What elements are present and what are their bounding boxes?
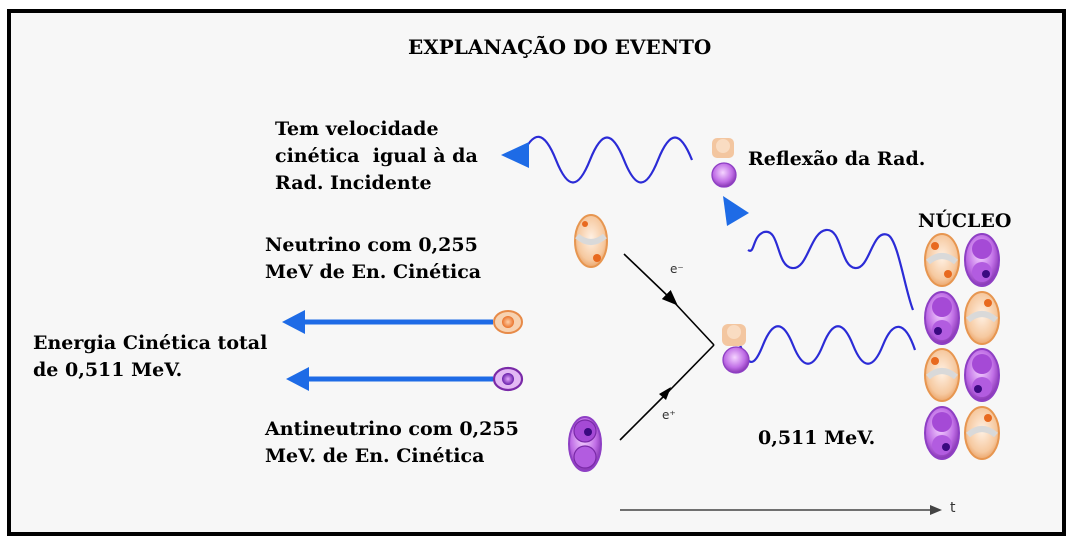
antineutrino-label: Antineutrino com 0,255 MeV. de En. Cinét… (265, 418, 519, 467)
antineutrino-arrowhead (286, 367, 309, 391)
total-energy-label: Energia Cinética total de 0,511 MeV. (33, 332, 268, 381)
electron-label: e⁻ (670, 262, 684, 276)
nucleus-label: NÚCLEO (918, 210, 1012, 232)
incident-arrowhead (723, 196, 749, 226)
photon-energy-label: 0,511 MeV. (758, 427, 876, 449)
pair-production-particle (722, 324, 750, 374)
reflection-particle (711, 138, 737, 188)
positron-label: e⁺ (662, 408, 676, 422)
nucleus-cluster (924, 233, 1000, 460)
electron-track-lower (671, 299, 715, 346)
antineutrino-particle (492, 366, 524, 392)
neutrino-arrowhead (282, 310, 305, 334)
time-axis-arrowhead (930, 505, 942, 515)
reflection-label: Reflexão da Rad. (748, 148, 926, 170)
reflected-photon-wave (521, 135, 694, 184)
positron-track-lower (619, 389, 671, 441)
electron-particle (574, 214, 608, 268)
gamma-photon-wave (738, 325, 917, 365)
reflected-arrowhead (501, 142, 529, 168)
incident-photon-wave (747, 228, 915, 311)
positron-arrowhead (659, 387, 671, 400)
reflected-velocity-label: Tem velocidade cinética igual à da Rad. … (275, 118, 478, 194)
positron-track-upper (669, 344, 715, 391)
neutrino-particle (493, 310, 523, 334)
positron-particle (568, 416, 602, 472)
electron-track-upper (623, 253, 678, 306)
diagram-title: EXPLANAÇÃO DO EVENTO (408, 35, 712, 59)
diagram-frame (7, 9, 1066, 536)
time-axis-label: t (950, 500, 956, 516)
neutrino-label: Neutrino com 0,255 MeV de En. Cinética (265, 234, 482, 283)
